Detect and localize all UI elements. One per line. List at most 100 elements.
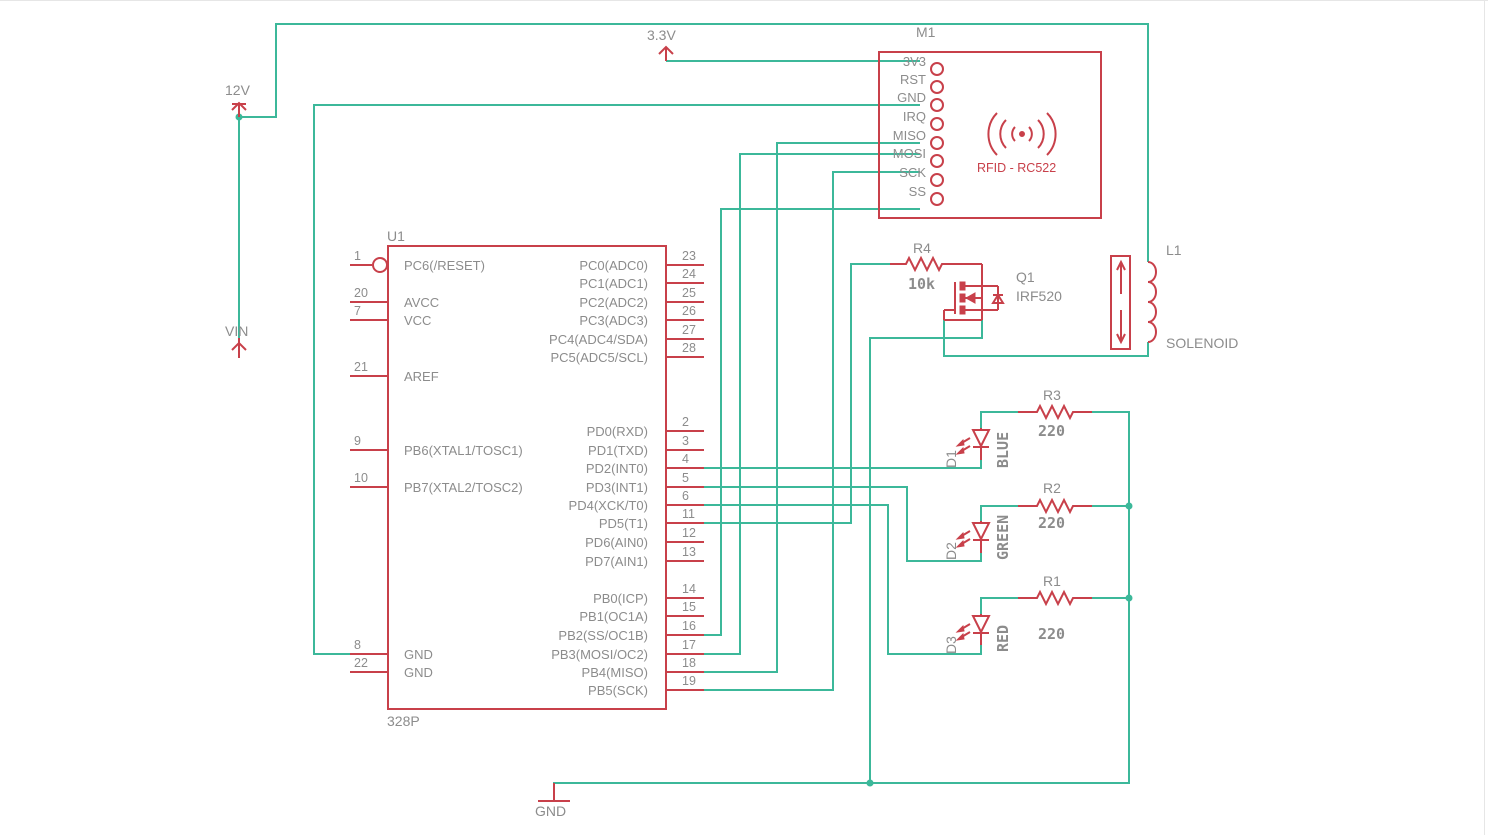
rfid-pin-rst: RST <box>900 72 944 94</box>
mcu-pin-name: PD0(RXD) <box>587 424 648 439</box>
resistor-r2: R2 220 <box>1018 480 1092 532</box>
mcu-pin-number: 5 <box>682 471 689 485</box>
mcu-pin-name: AREF <box>404 369 439 384</box>
mcu-pin-name: PB7(XTAL2/TOSC2) <box>404 480 523 495</box>
led-d3: D3 RED <box>943 614 1012 654</box>
mcu-pin-name: PB5(SCK) <box>588 683 648 698</box>
mcu-pin-number: 19 <box>682 674 696 688</box>
net-d3-r1 <box>980 597 1018 614</box>
rfid-pin-3v3: 3V3 <box>903 54 944 76</box>
mcu-pin-number: 22 <box>354 656 368 670</box>
net-source <box>869 320 983 783</box>
rfid-pin-name: IRQ <box>903 109 926 124</box>
mcu-pin-number: 12 <box>682 526 696 540</box>
r1-ref: R1 <box>1043 573 1061 589</box>
net-d1-r3 <box>980 411 1018 428</box>
mcu-pin-number: 16 <box>682 619 696 633</box>
rfid-pin-name: RST <box>900 72 926 87</box>
rfid-label: RFID - RC522 <box>977 161 1056 175</box>
solenoid-body <box>1110 255 1131 350</box>
mcu-pin-name: PC0(ADC0) <box>579 258 648 273</box>
mcu-pin-name: PB2(SS/OC1B) <box>558 628 648 643</box>
mcu-pin-number: 11 <box>682 507 695 521</box>
mcu-pin-number: 8 <box>354 638 361 652</box>
mcu-pin-number: 25 <box>682 286 696 300</box>
net-d2 <box>704 486 982 562</box>
rfid-pin-name: 3V3 <box>903 54 926 69</box>
rfid-pin-gnd: GND <box>897 90 944 112</box>
mcu-pin-name: VCC <box>404 313 431 328</box>
rfid-pin-irq: IRQ <box>903 109 944 131</box>
r1-value: 220 <box>1038 625 1065 643</box>
rfid-wave-icon <box>987 112 1057 156</box>
mcu-pin-number: 17 <box>682 638 696 652</box>
mcu-pin-number: 26 <box>682 304 696 318</box>
net-gnd-rfid <box>313 104 920 655</box>
r4-ref: R4 <box>913 240 931 256</box>
mcu-right-pins: 23PC0(ADC0)24PC1(ADC1)25PC2(ADC2)26PC3(A… <box>549 249 704 698</box>
mcu-pin-name: PB0(ICP) <box>593 591 648 606</box>
mcu-pin-number: 2 <box>682 415 689 429</box>
mcu-u1: U1 328P 1PC6(/RESET)20AVCC7VCC21AREF9PB6… <box>350 228 704 729</box>
rfid-pin-name: MOSI <box>893 146 926 161</box>
mcu-pin-name: PD1(TXD) <box>588 443 648 458</box>
mcu-pin-name: PC6(/RESET) <box>404 258 485 273</box>
q1-ref: Q1 <box>1016 269 1035 285</box>
mcu-pin-number: 1 <box>354 249 361 263</box>
net-mosi <box>704 153 920 655</box>
resistor-r4: R4 10k <box>890 240 982 293</box>
mcu-body <box>387 245 667 710</box>
mosfet-q1: Q1 IRF520 <box>943 264 1062 321</box>
supply-3v3-label: 3.3V <box>647 27 676 43</box>
mcu-pin-number: 9 <box>354 434 361 448</box>
mcu-pin-number: 20 <box>354 286 368 300</box>
mcu-pin-number: 27 <box>682 323 696 337</box>
mcu-pin-number: 10 <box>354 471 368 485</box>
mcu-pin-name: PD7(AIN1) <box>585 554 648 569</box>
net-d2-r2 <box>980 505 1018 521</box>
rfid-pin-name: MISO <box>893 128 926 143</box>
net-d1 <box>704 460 982 469</box>
supply-12v: 12V <box>225 82 251 117</box>
mcu-value: 328P <box>387 713 420 729</box>
d3-value: RED <box>994 625 1012 652</box>
sheet-right-border <box>1484 0 1485 835</box>
mcu-pin-number: 3 <box>682 434 689 448</box>
r3-value: 220 <box>1038 422 1065 440</box>
net-d3 <box>704 504 982 655</box>
mcu-pin-number: 15 <box>682 600 696 614</box>
l1-ref: L1 <box>1166 242 1182 258</box>
net-sck <box>704 171 920 691</box>
supply-gnd: GND <box>535 783 570 819</box>
mcu-pin-name: PB3(MOSI/OC2) <box>551 647 648 662</box>
rfid-pin-sck: SCK <box>899 165 944 187</box>
d2-ref: D2 <box>943 542 959 560</box>
mcu-left-pins: 1PC6(/RESET)20AVCC7VCC21AREF9PB6(XTAL1/T… <box>350 249 523 680</box>
l1-value: SOLENOID <box>1166 335 1238 351</box>
mcu-pin-name: PC2(ADC2) <box>579 295 648 310</box>
rfid-pin-name: SS <box>909 184 927 199</box>
d3-ref: D3 <box>943 636 959 654</box>
mcu-ref: U1 <box>387 228 405 244</box>
d1-ref: D1 <box>943 450 959 468</box>
mcu-pin-number: 23 <box>682 249 696 263</box>
mcu-pin-name: GND <box>404 665 433 680</box>
